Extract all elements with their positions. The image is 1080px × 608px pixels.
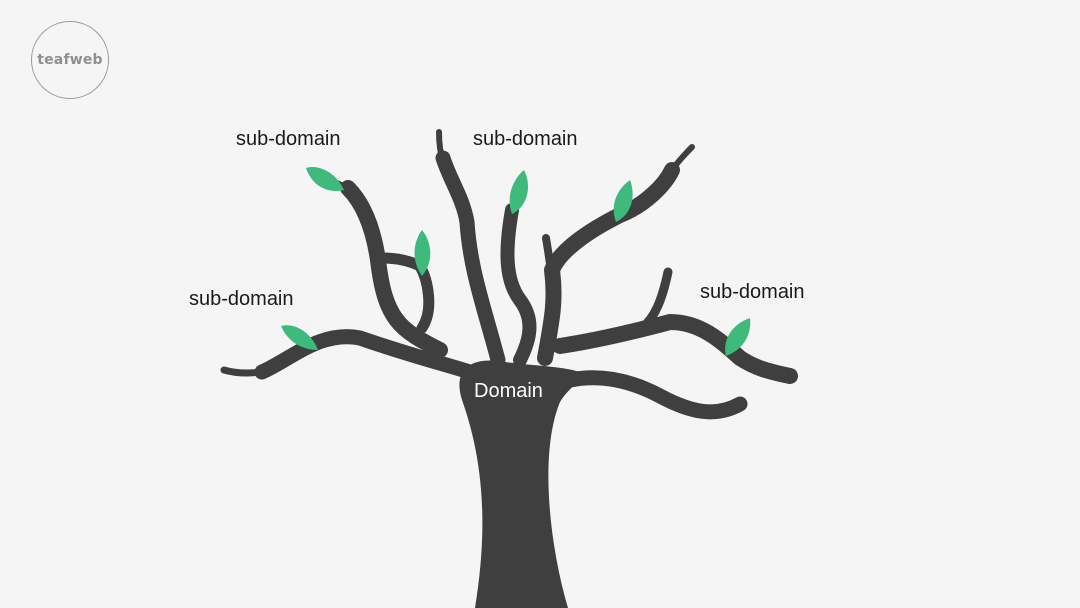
leaf-icon: [725, 318, 751, 356]
branch-right: [552, 314, 798, 384]
branch-center-left-tip: [436, 129, 446, 165]
branch-right-spur: [635, 267, 673, 335]
branch-left-tip: [220, 366, 274, 377]
branch-left-low: [254, 329, 478, 380]
leaf-icon: [414, 230, 431, 276]
leaf-icon: [613, 180, 633, 222]
branch-center: [500, 203, 537, 367]
sub-domain-label-right: sub-domain: [700, 281, 805, 303]
leaf-icon: [281, 325, 318, 350]
sub-domain-label-upper-left: sub-domain: [236, 128, 341, 150]
tree-trunk: [459, 360, 581, 608]
leaf-icon: [509, 170, 528, 214]
branch-center-left: [435, 150, 506, 368]
branch-center-right-tip: [667, 144, 695, 175]
branch-upper-left: [340, 180, 448, 358]
branch-center-right-spur: [542, 234, 556, 284]
leaf-icon: [306, 166, 344, 192]
domain-label: Domain: [474, 380, 543, 402]
teafweb-logo: teafweb: [31, 21, 109, 99]
sub-domain-label-left: sub-domain: [189, 288, 294, 310]
branch-center-right: [537, 162, 680, 366]
branch-right-low: [562, 370, 748, 420]
logo-text: teafweb: [37, 52, 103, 68]
sub-domain-label-top: sub-domain: [473, 128, 578, 150]
